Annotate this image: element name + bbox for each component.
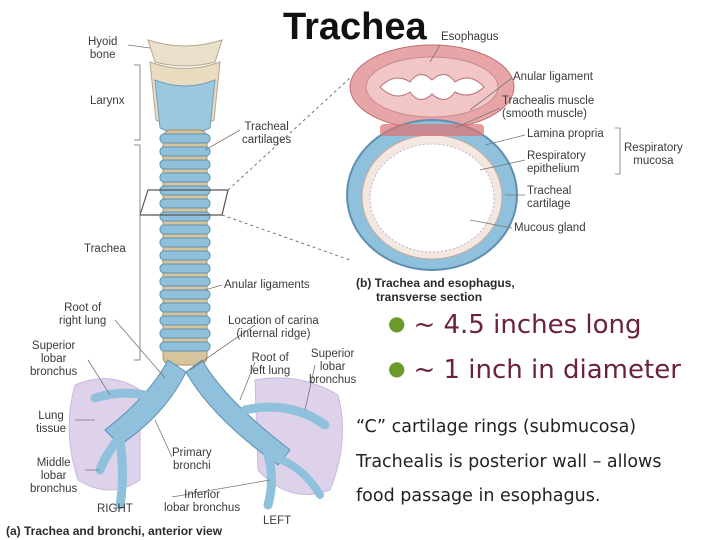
label-middle-lobar: Middle lobar bronchus [30, 457, 78, 495]
larynx-cartilage [154, 79, 216, 135]
left-primary-bronchus [185, 359, 291, 466]
hyoid-bone [147, 39, 223, 67]
label-right: RIGHT [97, 503, 133, 515]
caption-b: (b) Trachea and esophagus, transverse se… [356, 276, 515, 304]
right-inferior-bronchus [115, 435, 127, 510]
label-trachea: Trachea [84, 243, 126, 255]
label-trachealis-muscle: Trachealis muscle (smooth muscle) [502, 95, 595, 120]
esophagus-lumen [379, 74, 485, 100]
label-mucous-gland: Mucous gland [514, 222, 586, 234]
label-primary-bronchi: Primary bronchi [172, 447, 212, 472]
slide-title: Trachea [283, 6, 427, 48]
label-location-carina: Location of carina (internal ridge) [228, 315, 319, 340]
right-middle-bronchus [95, 425, 130, 475]
label-left: LEFT [263, 515, 292, 527]
right-superior-bronchus [90, 388, 150, 403]
label-respiratory-epithelium: Respiratory epithelium [527, 150, 586, 175]
note-trachealis: Trachealis is posterior wall – allows [356, 452, 662, 472]
label-inferior-lobar: Inferior lobar bronchus [164, 489, 241, 514]
bullet-diameter-text: ~ 1 inch in diameter [413, 355, 681, 385]
bullet-diameter: ●~ 1 inch in diameter [388, 355, 681, 385]
note-food-passage: food passage in esophagus. [356, 486, 601, 506]
label-hyoid-bone: Hyoid bone [88, 36, 118, 61]
left-inferior-bronchus [263, 450, 276, 510]
label-esophagus: Esophagus [441, 31, 499, 43]
trachealis-band [380, 124, 484, 136]
label-root-right-lung: Root of right lung [59, 302, 107, 327]
bullet-length-text: ~ 4.5 inches long [413, 310, 642, 340]
label-tracheal-cartilage: Tracheal cartilage [527, 185, 572, 210]
bracket-lines [134, 64, 141, 361]
label-superior-lobar-left: Superior lobar bronchus [309, 348, 357, 386]
label-superior-lobar-right: Superior lobar bronchus [30, 340, 78, 378]
label-anular-ligament: Anular ligament [513, 71, 593, 83]
note-c-cartilage: “C” cartilage rings (submucosa) [356, 417, 637, 437]
label-tracheal-cartilages: Tracheal cartilages [242, 121, 292, 146]
caption-a: (a) Trachea and bronchi, anterior view [6, 524, 223, 538]
left-superior-bronchus [240, 402, 330, 430]
label-anular-ligaments: Anular ligaments [224, 279, 310, 291]
left-lower-branch [278, 456, 324, 499]
label-root-left-lung: Root of left lung [250, 352, 291, 377]
leader-lines [75, 44, 316, 498]
label-respiratory-mucosa: Respiratory mucosa [624, 142, 683, 167]
tracheal-rings [159, 133, 211, 352]
label-larynx: Larynx [90, 95, 125, 107]
bullet-length: ●~ 4.5 inches long [388, 310, 642, 340]
label-lung-tissue: Lung tissue [36, 410, 67, 435]
label-lamina-propria: Lamina propria [527, 128, 604, 140]
